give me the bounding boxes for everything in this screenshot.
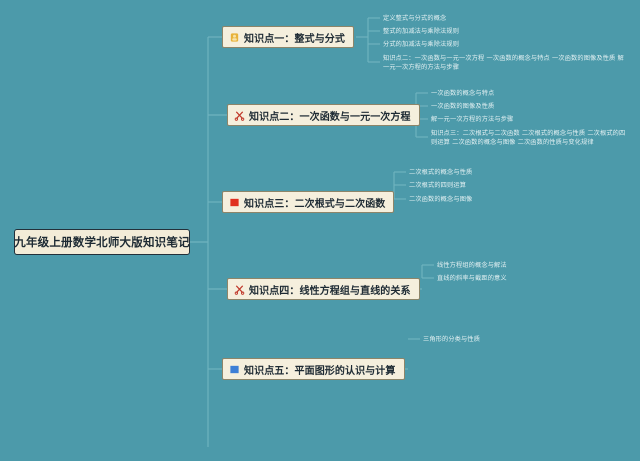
- leaf-topic-5-item-1[interactable]: 三角形的分类与性质: [423, 336, 481, 343]
- branch-label-topic-1: 知识点一：整式与分式: [244, 33, 345, 45]
- leaf-topic-3-item-1[interactable]: 二次根式的概念与性质: [409, 169, 473, 176]
- leaf-topic-3-item-3[interactable]: 二次函数的概念与图像: [409, 196, 473, 203]
- leaf-topic-2-item-3[interactable]: 解一元一次方程的方法与步骤: [431, 116, 514, 123]
- red-scissors-icon: [234, 110, 245, 121]
- branch-node-topic-2[interactable]: 知识点二：一次函数与一元一次方程: [227, 104, 420, 126]
- orange-badge-icon: [230, 32, 239, 42]
- branch-node-topic-4[interactable]: 知识点四：线性方程组与直线的关系: [227, 278, 420, 300]
- branch-label-topic-2: 知识点二：一次函数与一元一次方程: [249, 111, 411, 123]
- leaf-topic-2-item-2[interactable]: 一次函数的图像及性质: [431, 103, 495, 110]
- blue-square-icon: [230, 365, 239, 373]
- leaf-topic-1-item-3[interactable]: 分式的加减法与乘除法规则: [383, 41, 460, 48]
- branch-node-topic-3[interactable]: 知识点三：二次根式与二次函数: [222, 191, 395, 213]
- branch-label-topic-5: 知识点五：平面图形的认识与计算: [244, 365, 396, 377]
- leaf-topic-4-item-1[interactable]: 线性方程组的概念与解法: [437, 262, 507, 269]
- leaf-topic-3-item-2[interactable]: 二次根式的四则运算: [409, 182, 467, 189]
- red-scissors-icon: [234, 284, 245, 295]
- leaf-topic-2-item-4[interactable]: 知识点三：二次根式与二次函数 二次根式的概念与性质 二次根式的四则运算 二次函数…: [431, 130, 626, 146]
- branch-label-topic-3: 知识点三：二次根式与二次函数: [244, 198, 386, 210]
- root-node[interactable]: 九年级上册数学北师大版知识笔记: [14, 229, 190, 255]
- leaf-topic-1-item-4[interactable]: 知识点二：一次函数与一元一次方程 一次函数的概念与特点 一次函数的图像及性质 解…: [383, 55, 624, 71]
- red-flag-icon: [230, 198, 239, 206]
- leaf-topic-2-item-1[interactable]: 一次函数的概念与特点: [431, 90, 495, 97]
- leaf-topic-1-item-2[interactable]: 整式的加减法与乘除法规则: [383, 28, 460, 35]
- leaf-topic-4-item-2[interactable]: 直线的斜率与截距的意义: [437, 275, 507, 282]
- branch-node-topic-5[interactable]: 知识点五：平面图形的认识与计算: [222, 358, 405, 380]
- root-node-label: 九年级上册数学北师大版知识笔记: [14, 235, 190, 249]
- branch-label-topic-4: 知识点四：线性方程组与直线的关系: [249, 285, 411, 297]
- branch-node-topic-1[interactable]: 知识点一：整式与分式: [222, 26, 354, 48]
- leaf-topic-1-item-1[interactable]: 定义整式与分式的概念: [383, 15, 447, 22]
